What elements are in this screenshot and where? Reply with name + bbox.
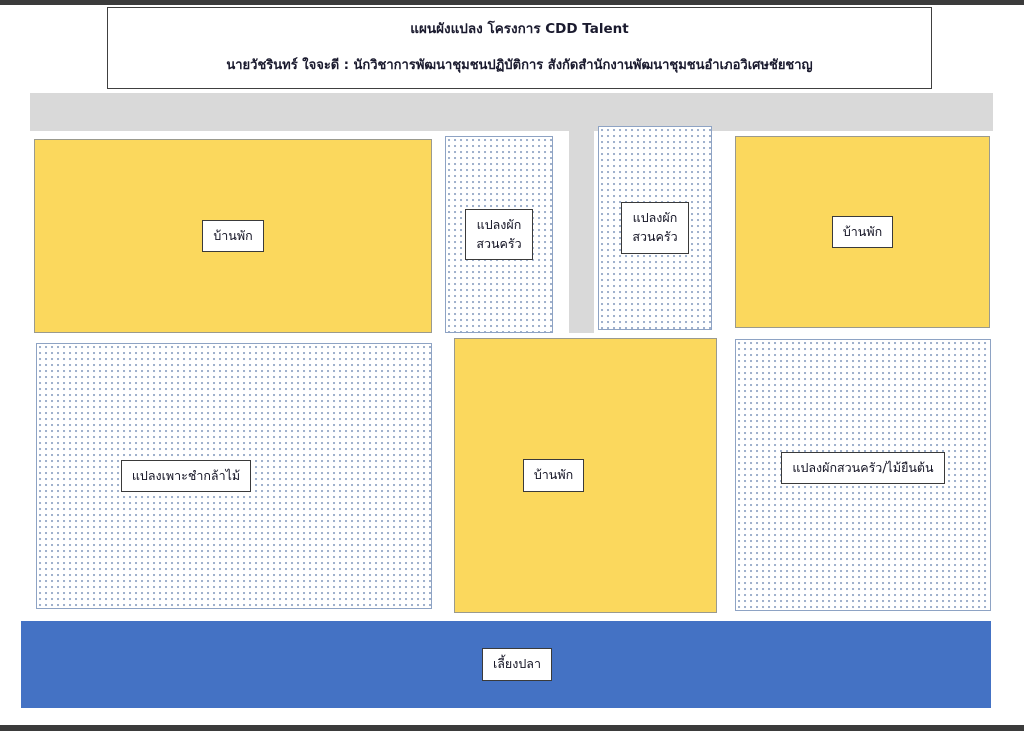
plot-house-top-left[interactable]: บ้านพัก xyxy=(34,139,432,333)
plot-label-garden-top-left-line1: แปลงผัก xyxy=(476,216,522,232)
title-box: แผนผังแปลง โครงการ CDD Talent นายวัชรินท… xyxy=(107,7,932,89)
plot-label-garden-top-left: แปลงผัก สวนครัว xyxy=(465,208,533,261)
plot-house-bottom-center[interactable]: บ้านพัก xyxy=(454,338,717,613)
plot-garden-top-right[interactable]: แปลงผัก สวนครัว xyxy=(598,126,712,330)
plot-garden-top-left[interactable]: แปลงผัก สวนครัว xyxy=(445,136,553,333)
plot-label-garden-bottom-right: แปลงผักสวนครัว/ไม้ยืนต้น xyxy=(781,451,945,485)
plot-label-house-top-right: บ้านพัก xyxy=(831,215,894,249)
plot-nursery-bottom-left[interactable]: แปลงเพาะชำกล้าไม้ xyxy=(36,343,432,609)
plot-house-top-right[interactable]: บ้านพัก xyxy=(735,136,990,328)
plot-label-house-bottom-center: บ้านพัก xyxy=(522,459,585,492)
plot-garden-bottom-right[interactable]: แปลงผักสวนครัว/ไม้ยืนต้น xyxy=(735,339,991,611)
plot-label-garden-top-right-line1: แปลงผัก xyxy=(632,210,678,226)
path-band-vertical xyxy=(569,131,594,333)
plot-label-garden-top-right-line2: สวนครัว xyxy=(632,229,678,244)
plot-label-fish-pond: เลี้ยงปลา xyxy=(482,648,552,681)
path-band-horizontal xyxy=(30,93,993,131)
slide-bottom-edge-band xyxy=(0,725,1024,731)
plot-fish-pond[interactable]: เลี้ยงปลา xyxy=(21,621,991,708)
slide-top-edge-band xyxy=(0,0,1024,5)
plot-label-garden-top-left-line2: สวนครัว xyxy=(476,235,522,251)
slide-title: แผนผังแปลง โครงการ CDD Talent xyxy=(410,21,629,38)
plot-label-nursery-bottom-left: แปลงเพาะชำกล้าไม้ xyxy=(120,459,252,493)
plot-label-garden-top-right: แปลงผัก สวนครัว xyxy=(621,202,689,254)
slide-subtitle: นายวัชรินทร์ ใจจะดี : นักวิชาการพัฒนาชุม… xyxy=(226,58,813,74)
plot-label-house-top-left: บ้านพัก xyxy=(202,219,264,253)
